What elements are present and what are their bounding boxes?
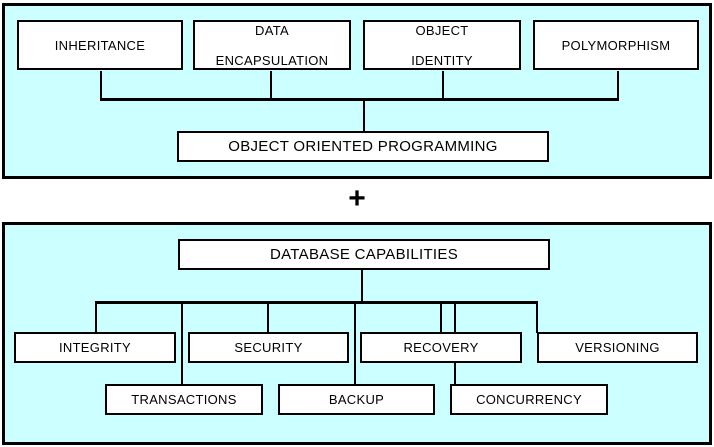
- node-database-capabilities-label: DATABASE CAPABILITIES: [269, 246, 459, 263]
- connector-identity-down: [442, 71, 444, 101]
- node-concurrency-label: CONCURRENCY: [476, 392, 582, 407]
- node-data-encapsulation-line2: ENCAPSULATION: [215, 52, 329, 68]
- node-inheritance[interactable]: INHERITANCE: [17, 20, 183, 70]
- node-object-identity-line1: OBJECT: [415, 22, 469, 38]
- connector-integrity-down: [95, 301, 97, 333]
- node-object-identity[interactable]: OBJECT IDENTITY: [363, 20, 521, 70]
- node-versioning-label: VERSIONING: [575, 340, 660, 355]
- node-object-oriented-programming-label: OBJECT ORIENTED PROGRAMMING: [228, 138, 498, 155]
- node-backup-label: BACKUP: [328, 392, 385, 407]
- node-object-oriented-programming[interactable]: OBJECT ORIENTED PROGRAMMING: [177, 131, 549, 162]
- connector-transactions-down: [181, 301, 183, 385]
- panel-database-capabilities: DATABASE CAPABILITIES INTEGRITY SECURITY…: [2, 222, 712, 445]
- node-inheritance-label: INHERITANCE: [54, 37, 146, 53]
- node-polymorphism[interactable]: POLYMORPHISM: [533, 20, 699, 70]
- node-data-encapsulation[interactable]: DATA ENCAPSULATION: [193, 20, 351, 70]
- connector-bus-db: [95, 301, 538, 304]
- node-database-capabilities[interactable]: DATABASE CAPABILITIES: [178, 239, 550, 270]
- node-concurrency[interactable]: CONCURRENCY: [450, 384, 608, 415]
- node-integrity[interactable]: INTEGRITY: [14, 332, 176, 363]
- connector-backup-down: [354, 301, 356, 385]
- node-integrity-label: INTEGRITY: [58, 340, 132, 355]
- connector-inheritance-down: [100, 71, 102, 101]
- connector-security-down: [267, 301, 269, 333]
- node-object-identity-line2: IDENTITY: [411, 52, 473, 68]
- node-recovery-label: RECOVERY: [403, 340, 479, 355]
- plus-operator: +: [348, 182, 366, 215]
- node-transactions-label: TRANSACTIONS: [131, 392, 237, 407]
- node-data-encapsulation-line1: DATA: [255, 22, 289, 38]
- node-versioning[interactable]: VERSIONING: [537, 332, 698, 363]
- panel-object-oriented-programming: INHERITANCE DATA ENCAPSULATION OBJECT IDEN…: [2, 3, 712, 179]
- node-object-identity-label: OBJECT IDENTITY: [365, 23, 519, 68]
- connector-db-root-to-bus: [361, 270, 363, 303]
- node-data-encapsulation-label: DATA ENCAPSULATION: [195, 23, 349, 68]
- connector-encapsulation-down: [270, 71, 272, 101]
- node-security[interactable]: SECURITY: [188, 332, 349, 363]
- connector-bus-to-oop-root: [363, 98, 365, 134]
- node-backup[interactable]: BACKUP: [278, 384, 435, 415]
- connector-versioning-down: [536, 301, 538, 333]
- node-transactions[interactable]: TRANSACTIONS: [105, 384, 263, 415]
- node-recovery[interactable]: RECOVERY: [360, 332, 522, 363]
- node-security-label: SECURITY: [234, 340, 303, 355]
- connector-recovery-down: [440, 301, 442, 333]
- connector-bus-oop: [100, 98, 619, 101]
- connector-polymorphism-down: [617, 71, 619, 101]
- node-polymorphism-label: POLYMORPHISM: [561, 37, 671, 53]
